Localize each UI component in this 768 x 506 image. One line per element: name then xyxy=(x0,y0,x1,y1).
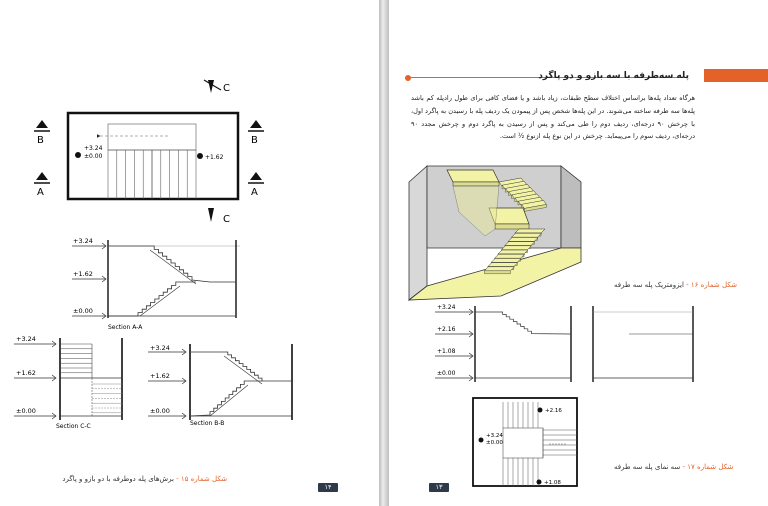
level-arrow xyxy=(468,308,474,316)
section-bb-level: +1.62 xyxy=(150,372,170,380)
plan-level-left-a: +3.24 xyxy=(486,433,503,439)
section-a-marker-left: A xyxy=(34,172,50,198)
level-arrow xyxy=(101,275,107,283)
three-flight-plan: +2.16 +3.24 ±0.00 +1.08 xyxy=(472,397,578,487)
iso-tread xyxy=(500,245,533,251)
page-gutter xyxy=(379,0,389,506)
section-cc-level: +3.24 xyxy=(16,335,36,343)
section-cc-level: ±0.00 xyxy=(16,407,36,415)
title-accent-bar xyxy=(704,69,768,82)
plan-level-base: ±0.00 xyxy=(84,153,103,160)
level-arrow xyxy=(468,330,474,338)
stair-profile-lower xyxy=(189,380,262,417)
figure-17-caption: شکل شماره ۱۷ - سه نمای پله سه طرفه xyxy=(614,463,734,471)
plan-landing xyxy=(107,123,197,151)
section-aa-level: +1.62 xyxy=(73,270,93,278)
section-cc-level: +1.62 xyxy=(16,369,36,377)
section-bb-label: Section B-B xyxy=(190,420,224,427)
side-view-drawing xyxy=(592,306,694,382)
page-number-left: ۱۴ xyxy=(318,483,338,492)
front-level: +2.16 xyxy=(437,326,456,333)
level-arrow xyxy=(181,348,187,356)
section-c-marker-bottom: C xyxy=(208,208,230,225)
level-arrow xyxy=(468,374,474,382)
front-view-drawing: +3.24 +2.16 +1.08 ±0.00 xyxy=(435,304,572,382)
svg-text:A: A xyxy=(37,187,44,198)
front-level: ±0.00 xyxy=(437,370,456,377)
plan-level-top: +3.24 xyxy=(84,145,103,152)
section-a-marker-right: A xyxy=(248,172,264,198)
level-marker-icon xyxy=(197,153,203,159)
section-b-marker-left: B xyxy=(34,120,50,146)
level-marker-icon xyxy=(537,407,543,413)
plan-walls xyxy=(66,111,240,201)
page-number-right: ۱۳ xyxy=(429,483,449,492)
title-dot xyxy=(405,74,411,81)
section-bb-level: +3.24 xyxy=(150,344,170,352)
section-c-label: C xyxy=(223,214,230,225)
iso-riser xyxy=(484,270,511,274)
iso-tread xyxy=(504,241,536,246)
section-aa-level: +3.24 xyxy=(73,237,93,245)
iso-riser xyxy=(524,204,547,212)
body-paragraph: هرگاه تعداد پله‌ها براساس اختلاف سطح طبق… xyxy=(411,94,695,141)
front-flight-1 xyxy=(475,311,572,335)
iso-tread xyxy=(490,258,522,263)
level-arrow xyxy=(181,412,187,420)
iso-tread xyxy=(493,253,526,259)
plan-level-mid: +1.62 xyxy=(205,154,224,161)
plan-treads xyxy=(107,150,197,199)
section-cc-label: Section C-C xyxy=(56,423,91,430)
level-arrow xyxy=(181,377,187,385)
front-level: +3.24 xyxy=(437,304,456,311)
svg-text:B: B xyxy=(251,135,258,146)
title-rule xyxy=(409,77,679,78)
stair-plan: C C +3.24 ±0.00 +1.62 B xyxy=(34,79,264,225)
level-marker-icon xyxy=(75,152,81,158)
section-aa-level: ±0.00 xyxy=(73,307,93,315)
level-arrow xyxy=(51,412,57,420)
section-aa-label: Section A-A xyxy=(108,324,143,331)
level-arrow xyxy=(468,352,474,360)
plan-level-bottom: +1.08 xyxy=(544,480,561,486)
stair-slab xyxy=(139,249,197,317)
section-cc-drawing: +3.24 +1.62 ±0.00 Section C-C xyxy=(14,335,123,430)
right-page: پله سه‌طرفه با سه بازو و دو پاگرد هرگاه … xyxy=(389,0,768,506)
plan-level-left-b: ±0.00 xyxy=(486,440,503,446)
stair-profile-lower xyxy=(108,281,196,317)
level-arrow xyxy=(101,312,107,320)
isometric-stair-figure xyxy=(407,165,582,301)
section-bb-level: ±0.00 xyxy=(150,407,170,415)
iso-tread xyxy=(514,228,546,234)
section-title: پله سه‌طرفه با سه بازو و دو پاگرد xyxy=(538,71,689,81)
stair-profile-upper xyxy=(108,245,236,283)
iso-tread xyxy=(483,266,516,272)
level-marker-icon xyxy=(478,437,484,443)
right-drawings: +3.24 +2.16 +1.08 ±0.00 +2.16 +3.24 ±0.0… xyxy=(407,165,694,487)
section-b-marker-right: B xyxy=(248,120,264,146)
iso-tread xyxy=(497,249,529,255)
figure-16-caption: شکل شماره ۱۶ - ایزومتریک پله سه طرفه xyxy=(614,281,738,289)
section-c-marker-top: C xyxy=(203,79,230,94)
left-drawings: C C +3.24 ±0.00 +1.62 B xyxy=(14,79,293,430)
level-arrow xyxy=(51,374,57,382)
plan-level-top: +2.16 xyxy=(545,408,562,414)
iso-tread xyxy=(487,262,519,267)
front-level: +1.08 xyxy=(437,348,456,355)
section-c-label: C xyxy=(223,83,230,94)
iso-tread xyxy=(510,232,543,238)
section-bb-drawing: +3.24 +1.62 ±0.00 Section B-B xyxy=(148,344,293,427)
level-arrow xyxy=(101,242,107,250)
svg-text:B: B xyxy=(37,135,44,146)
level-marker-icon xyxy=(536,479,542,485)
figure-15-caption: شکل شماره ۱۵ - برش‌های پله دوطرفه با دو … xyxy=(62,475,227,483)
level-arrow xyxy=(51,340,57,348)
svg-text:A: A xyxy=(251,187,258,198)
section-aa-drawing: +3.24 +1.62 ±0.00 Section A-A xyxy=(72,237,240,331)
left-page: C C +3.24 ±0.00 +1.62 B xyxy=(0,0,379,506)
stair-slab xyxy=(209,355,263,417)
stair-profile-upper xyxy=(190,351,292,382)
iso-tread xyxy=(507,237,539,242)
